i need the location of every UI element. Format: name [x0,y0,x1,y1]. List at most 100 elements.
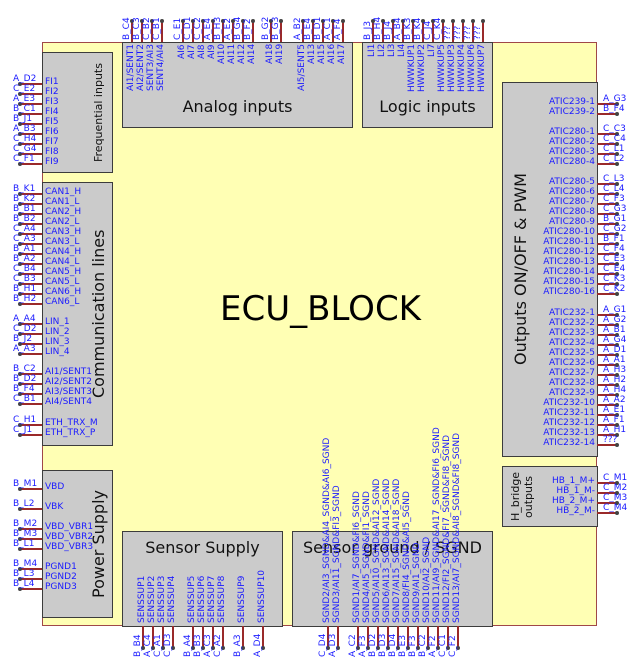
pin-connector-dot [411,19,415,23]
pin-id: C_L4 [603,184,625,194]
pin-wire [20,434,42,436]
signal-label: AI11 [227,44,237,65]
pin-id: C_B2 [142,17,152,40]
group-communication-lines: Communication lines [42,182,113,446]
pin-connector-dot [18,282,22,286]
pin-connector-dot [421,19,425,23]
pin-id: C_D1 [183,16,193,40]
signal-label: ATIC232-13 [543,428,595,438]
pin-connector-dot [18,292,22,296]
signal-label: ATIC280-16 [543,287,595,297]
pin-id: C_B4 [13,264,36,274]
signal-label: ATIC232-10 [543,398,595,408]
pin-connector-dot [161,646,165,650]
pin-id: C_M3 [603,493,628,503]
pin-wire [20,488,42,490]
pin-id: B_M2 [13,519,38,529]
signal-label: AI16 [327,44,337,65]
pin-connector-dot [615,232,619,236]
signal-label: ATIC239-1 [548,97,595,107]
pin-connector-dot [269,19,273,23]
pin-wire [242,626,244,648]
pin-id: B_E4 [303,17,313,40]
pin-id: B_K1 [13,184,36,194]
pin-id: A_C2 [348,634,358,657]
pin-wire [472,21,474,42]
pin-connector-dot [481,19,485,23]
signal-label: CAN3_L [45,237,80,247]
signal-label: CAN5_H [45,267,82,277]
pin-connector-dot [171,646,175,650]
signal-label: ATIC280-5 [548,177,595,187]
signal-label: ATIC280-15 [543,277,595,287]
pin-id: C_F4 [603,244,625,254]
pin-connector-dot [461,19,465,23]
pin-id: B_G3 [271,16,281,40]
pin-connector-dot [18,302,22,306]
pin-wire [597,253,617,255]
pin-wire [20,203,42,205]
pin-id: C_M1 [603,473,628,483]
pin-id: B_F3 [408,635,418,657]
pin-connector-dot [615,511,619,515]
pin-wire [342,21,344,42]
signal-label: LI3 [387,44,397,58]
pin-id: A_D4 [253,633,263,657]
pin-id: B_F2 [243,18,253,40]
signal-label: ATIC280-6 [548,187,595,197]
group-analog-inputs: Analog inputs [122,42,353,128]
pin-id: C_D2 [13,324,37,334]
pin-wire [20,143,42,145]
pin-wire [20,333,42,335]
pin-connector-dot [18,537,22,541]
pin-connector-dot [18,372,22,376]
pin-connector-dot [615,192,619,196]
signal-label: FI7 [45,137,59,147]
pin-connector-dot [341,19,345,23]
group-outputs-onoff-pwm: Outputs ON/OFF & PWM [502,82,598,457]
pin-connector-dot [221,646,225,650]
pin-connector-dot [456,646,460,650]
pin-wire [597,233,617,235]
pin-connector-dot [18,352,22,356]
pin-id: C_F3 [603,194,625,204]
signal-label: FI4 [45,107,59,117]
pin-connector-dot [376,646,380,650]
pin-wire [597,404,617,406]
pin-wire [597,223,617,225]
signal-label: VBD_VBR1 [45,522,94,532]
pin-wire [20,93,42,95]
signal-label: SGND5/AI10_SGND&AI12_SGND [372,478,382,623]
pin-wire [597,183,617,185]
pin-id: C_E2 [13,84,36,94]
pin-wire [20,373,42,375]
pin-connector-dot [326,646,330,650]
signal-label: AI14 [247,44,257,65]
pin-connector-dot [18,132,22,136]
pin-id: B_K4 [413,17,423,40]
pin-wire [422,21,424,42]
pin-id: C_C1 [438,634,448,657]
signal-label: AI4/SENT4 [45,397,92,407]
pin-wire [20,403,42,405]
pin-connector-dot [18,242,22,246]
pin-id: B_K3 [403,17,413,40]
pin-id: B_M4 [13,559,38,569]
pin-id: B_H3 [213,16,223,40]
pin-id: A_H3 [603,365,627,375]
pin-connector-dot [615,423,619,427]
group-sensor-ground: Sensor ground / SGND [292,531,493,627]
pin-id: B_J3 [363,20,373,40]
signal-label: SENSSUP7 [207,575,217,623]
pin-id: C_E1 [173,17,183,40]
pin-connector-dot [140,19,144,23]
pin-id: ??? [453,25,463,40]
signal-label: SENSSUP10 [257,569,267,623]
pin-wire [192,21,194,42]
signal-label: ATIC232-1 [548,308,595,318]
pin-connector-dot [446,646,450,650]
pin-wire [262,626,264,648]
pin-id: C_G2 [603,224,627,234]
pin-connector-dot [615,413,619,417]
pin-connector-dot [18,142,22,146]
